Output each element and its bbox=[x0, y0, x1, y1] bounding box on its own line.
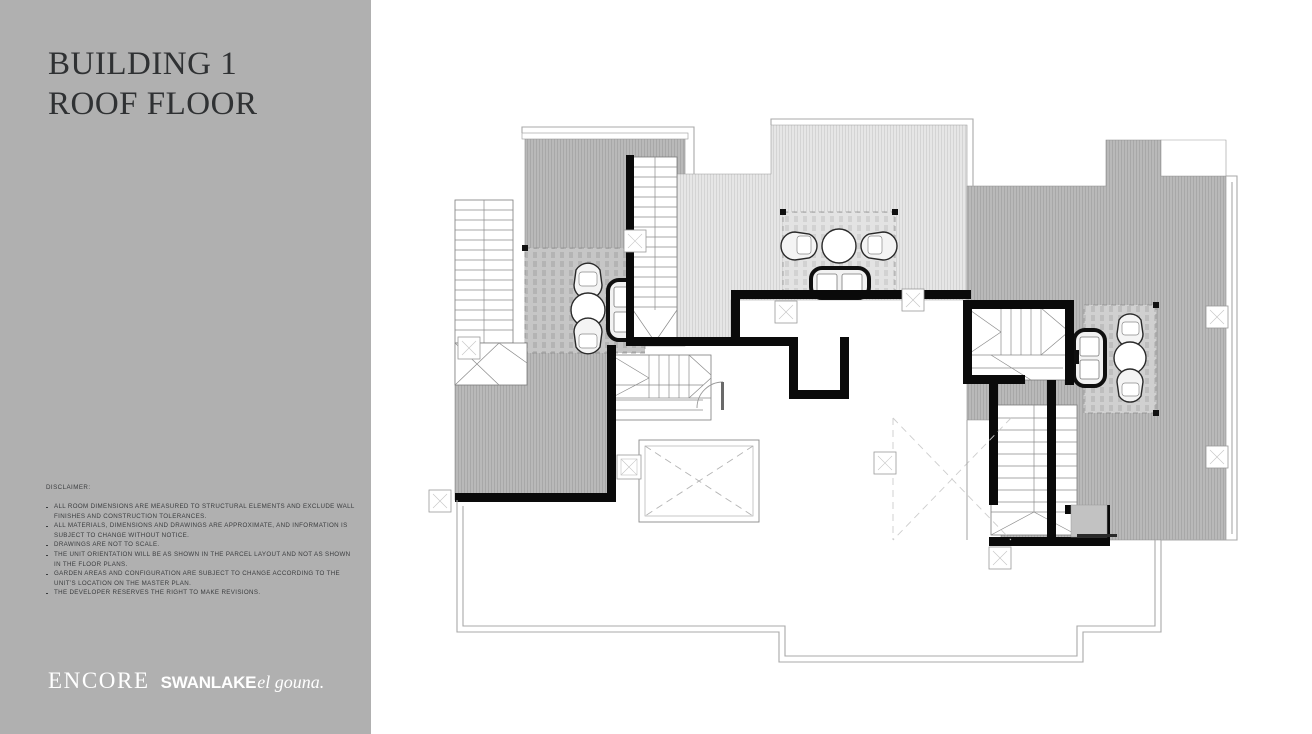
disclaimer-block: DISCLAIMER: ALL ROOM DIMENSIONS ARE MEAS… bbox=[46, 484, 356, 598]
disclaimer-item: ALL MATERIALS, DIMENSIONS AND DRAWINGS A… bbox=[46, 521, 356, 540]
disclaimer-heading: DISCLAIMER: bbox=[46, 484, 91, 491]
terrace-below-outline bbox=[892, 417, 1012, 541]
column-markers bbox=[428, 229, 1229, 570]
roof-patch-lower-right bbox=[1070, 504, 1117, 538]
seating-group-left bbox=[570, 262, 642, 355]
logo-swanlake-text: SWANLAKE bbox=[160, 673, 257, 692]
logo-elgouna-text: el gouna. bbox=[257, 672, 325, 692]
disclaimer-item: ALL ROOM DIMENSIONS ARE MEASURED TO STRU… bbox=[46, 502, 356, 521]
staircase-core-right-lower bbox=[990, 404, 1078, 536]
title-line-building: BUILDING 1 bbox=[48, 46, 238, 82]
sidebar-panel: BUILDING 1 ROOF FLOOR DISCLAIMER: ALL RO… bbox=[0, 0, 371, 734]
logo-encore-text: ENCORE bbox=[48, 668, 150, 693]
staircase-core-right-upper bbox=[966, 307, 1068, 381]
disclaimer-item: GARDEN AREAS AND CONFIGURATION ARE SUBJE… bbox=[46, 569, 356, 588]
disclaimer-item: DRAWINGS ARE NOT TO SCALE. bbox=[46, 540, 356, 550]
title-line-floor: ROOF FLOOR bbox=[48, 86, 258, 122]
staircase-core-center bbox=[610, 354, 724, 421]
roof-floor-plan-drawing bbox=[428, 118, 1238, 663]
disclaimer-item: THE DEVELOPER RESERVES THE RIGHT TO MAKE… bbox=[46, 588, 356, 598]
disclaimer-item: THE UNIT ORIENTATION WILL BE AS SHOWN IN… bbox=[46, 550, 356, 569]
seating-group-right bbox=[1071, 313, 1147, 403]
plan-canvas bbox=[371, 0, 1312, 734]
building-outline-below bbox=[456, 118, 1238, 663]
brand-logo: ENCORE SWANLAKE el gouna. bbox=[48, 668, 324, 694]
page-title: BUILDING 1 ROOF FLOOR bbox=[48, 44, 348, 124]
disclaimer-list: ALL ROOM DIMENSIONS ARE MEASURED TO STRU… bbox=[46, 502, 356, 598]
staircase-exterior-left bbox=[454, 199, 528, 386]
skylight-opening bbox=[616, 439, 760, 523]
